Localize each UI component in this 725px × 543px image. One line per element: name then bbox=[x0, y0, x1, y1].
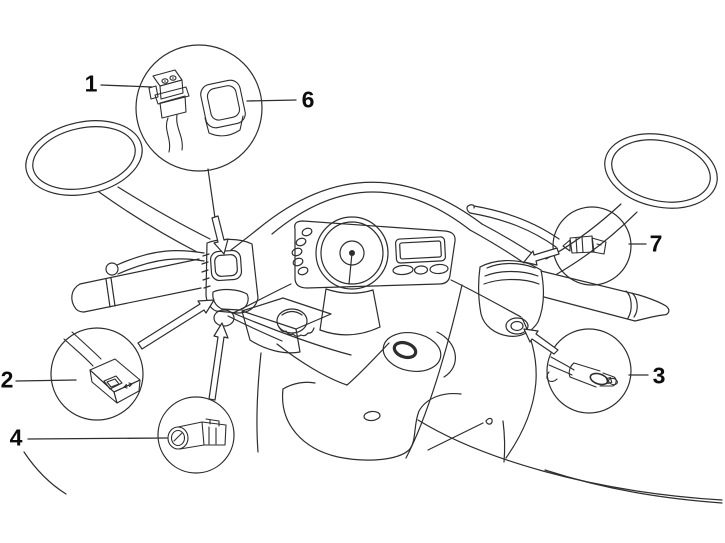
lcd-display bbox=[395, 236, 446, 264]
leader-2 bbox=[15, 379, 77, 382]
fuel-filler bbox=[382, 331, 456, 378]
right-switch-housing bbox=[478, 260, 544, 337]
part-1-switch-with-wires bbox=[148, 69, 190, 153]
callout-circle-2 bbox=[50, 327, 144, 421]
fuel-cap bbox=[392, 340, 418, 360]
arrow-to-switch-top bbox=[211, 215, 229, 255]
speedometer-needle bbox=[348, 252, 353, 285]
indicator-lights bbox=[291, 227, 313, 276]
left-brake-lever bbox=[105, 250, 205, 276]
part-7-bulb bbox=[562, 235, 607, 255]
cluster-buttons bbox=[392, 263, 449, 276]
right-grip bbox=[540, 270, 670, 322]
callout-label-4: 4 bbox=[9, 424, 23, 451]
callout-label-2: 2 bbox=[0, 366, 14, 393]
arrow-from-part-2 bbox=[137, 299, 215, 350]
callout-circle-7 bbox=[552, 206, 632, 286]
leader-lines bbox=[15, 84, 649, 440]
speedometer-bezel bbox=[315, 216, 389, 290]
callout-label-3: 3 bbox=[652, 362, 666, 389]
horn-button bbox=[213, 309, 235, 327]
leader-1 bbox=[100, 84, 153, 88]
callout-circle-4 bbox=[157, 396, 235, 474]
connector-arrow-marking bbox=[123, 382, 133, 389]
speedometer-dial bbox=[320, 221, 384, 285]
left-mirror bbox=[25, 120, 211, 253]
instrument-panel-outline bbox=[294, 220, 456, 289]
callout-circle-1-6 bbox=[135, 44, 263, 172]
switch-mount-hole bbox=[505, 317, 529, 335]
callout-label-6: 6 bbox=[301, 86, 315, 113]
ignition-switch bbox=[241, 297, 332, 354]
right-brake-lever bbox=[466, 204, 560, 248]
callout-label-7: 7 bbox=[649, 230, 663, 257]
left-grip bbox=[71, 258, 202, 313]
right-mirror bbox=[545, 133, 718, 275]
arrow-from-part-7 bbox=[523, 247, 560, 266]
instrument-cluster bbox=[291, 216, 456, 290]
ignition-knob-knurl bbox=[278, 326, 315, 337]
part-6-rubber-boot bbox=[200, 79, 246, 137]
leader-6 bbox=[246, 99, 297, 102]
callout-circle-3 bbox=[546, 328, 632, 414]
arrow-from-part-4 bbox=[208, 322, 229, 401]
front-body-panels bbox=[23, 279, 723, 504]
part-2-connector bbox=[63, 331, 141, 404]
part-3-sensor-with-wire bbox=[546, 356, 618, 388]
part-4-push-switch bbox=[167, 418, 227, 450]
steering-column bbox=[319, 288, 381, 336]
callout-label-1: 1 bbox=[84, 70, 98, 97]
inner-shield bbox=[281, 388, 462, 461]
pointer-arrows bbox=[137, 168, 560, 401]
speedometer-hub bbox=[339, 240, 365, 266]
leader-4 bbox=[27, 437, 168, 440]
arrow-from-part-3 bbox=[523, 328, 559, 355]
windscreen bbox=[230, 181, 539, 264]
left-mirror-stem bbox=[117, 186, 211, 240]
callout-circles bbox=[50, 44, 632, 474]
